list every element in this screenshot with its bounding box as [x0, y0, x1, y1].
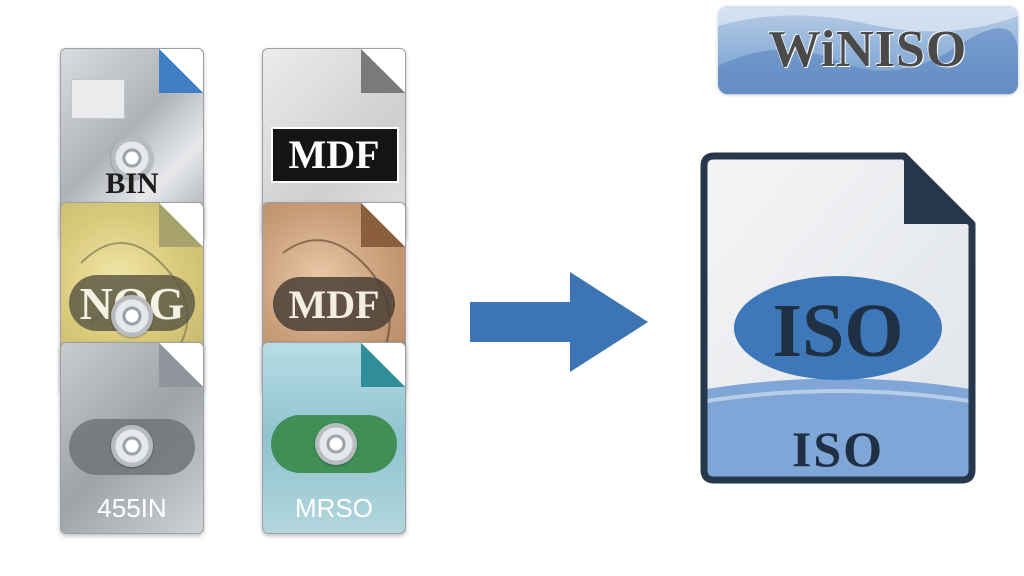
- file-label: MDF: [288, 282, 380, 327]
- file-label: MRSO: [295, 493, 373, 523]
- disc-icon: [111, 137, 153, 179]
- file-label: 455IN: [97, 493, 167, 523]
- label-pill: [273, 277, 395, 331]
- mrso-file-icon: MRSO: [262, 342, 406, 534]
- bin-file-icon: BIN: [60, 48, 204, 240]
- page-fold: [361, 49, 405, 93]
- page-fold: [159, 49, 203, 93]
- iso-file-shape: [700, 152, 976, 484]
- swirl-decoration: [282, 239, 391, 354]
- file-label: MDF: [288, 132, 380, 177]
- page-fold: [159, 203, 203, 247]
- winiso-logo: WiNISO: [718, 6, 1018, 94]
- page-fold: [159, 343, 203, 387]
- page-fold: [361, 203, 405, 247]
- 455in-file-icon: 455IN: [60, 342, 204, 534]
- iso-file-icon: ISO ISO: [700, 152, 976, 484]
- page-fold: [361, 343, 405, 387]
- disc-icon: [315, 423, 357, 465]
- label-box: [271, 127, 399, 183]
- right-arrow-icon: [470, 272, 648, 372]
- disc-icon: [111, 295, 153, 337]
- paper-panel: [71, 79, 125, 119]
- iso-badge-label: ISO: [772, 289, 904, 373]
- file-label: BIN: [105, 167, 159, 200]
- logo-text: WiNISO: [768, 21, 968, 78]
- logo-background-graphic: [718, 6, 1018, 94]
- disc-icon: [111, 425, 153, 467]
- iso-footer-label: ISO: [791, 421, 885, 477]
